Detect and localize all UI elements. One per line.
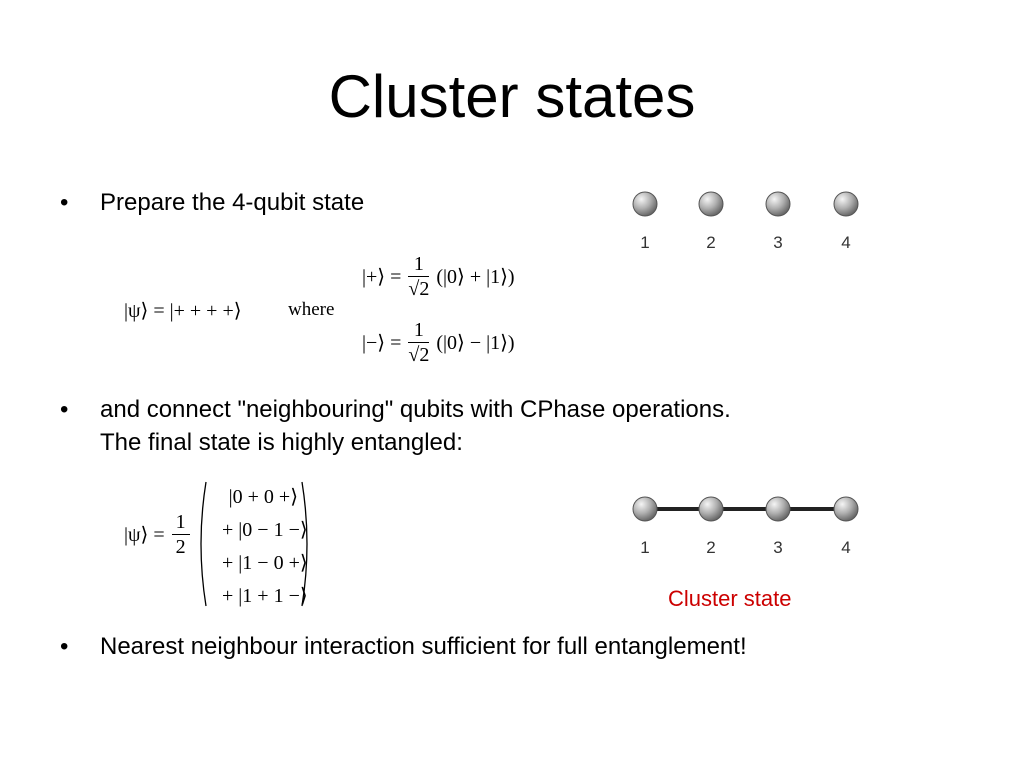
qubit-node bbox=[698, 191, 724, 217]
eq-rhs: (|0⟩ + |1⟩) bbox=[436, 266, 515, 288]
equation-minus-state: |−⟩ = 1 √2 (|0⟩ − |1⟩) bbox=[362, 318, 515, 367]
cluster-term: + |0 − 1 −⟩ bbox=[222, 519, 308, 541]
equation-cluster-state: |ψ⟩ = 1 2 bbox=[124, 510, 192, 559]
fraction: 1 √2 bbox=[408, 252, 430, 301]
cluster-term: + |1 − 0 +⟩ bbox=[222, 552, 308, 574]
qubit-label: 4 bbox=[841, 233, 850, 252]
cluster-term: |0 + 0 +⟩ bbox=[228, 486, 298, 508]
parentheses bbox=[200, 481, 308, 607]
qubit-label: 3 bbox=[773, 233, 782, 252]
qubit-node bbox=[833, 496, 859, 522]
fraction-denominator: 2 bbox=[175, 536, 186, 558]
fraction-numerator: 1 bbox=[408, 252, 430, 277]
equation-plus-state: |+⟩ = 1 √2 (|0⟩ + |1⟩) bbox=[362, 252, 515, 301]
fraction-numerator: 1 bbox=[408, 318, 430, 343]
slide-title: Cluster states bbox=[328, 63, 696, 130]
fraction-denominator: √2 bbox=[408, 344, 430, 366]
fraction: 1 2 bbox=[171, 510, 190, 559]
qubit-label: 1 bbox=[640, 538, 649, 557]
qubit-label: 1 bbox=[640, 233, 649, 252]
qubit-nodes-cluster: 1 2 3 4 bbox=[632, 496, 859, 557]
qubit-node bbox=[765, 496, 791, 522]
qubit-node bbox=[632, 496, 658, 522]
qubit-label: 2 bbox=[706, 538, 715, 557]
where-label: where bbox=[288, 299, 335, 320]
qubit-node bbox=[698, 496, 724, 522]
cluster-state-caption: Cluster state bbox=[668, 586, 792, 611]
eq-lhs: |ψ⟩ = bbox=[124, 524, 165, 546]
bullet-dot: • bbox=[60, 189, 69, 216]
bullet-text: Nearest neighbour interaction sufficient… bbox=[100, 633, 747, 660]
bullet-text-continued: The final state is highly entangled: bbox=[100, 429, 463, 456]
bullet-text: Prepare the 4-qubit state bbox=[100, 189, 365, 216]
cluster-terms: |0 + 0 +⟩ + |0 − 1 −⟩ + |1 − 0 +⟩ + |1 +… bbox=[222, 481, 308, 613]
bullet-dot: • bbox=[60, 396, 69, 423]
equation-psi-product: |ψ⟩ = |+ + + +⟩ bbox=[124, 300, 242, 322]
qubit-label: 3 bbox=[773, 538, 782, 557]
eq-rhs: (|0⟩ − |1⟩) bbox=[436, 332, 515, 354]
qubit-node bbox=[833, 191, 859, 217]
cluster-term: + |1 + 1 −⟩ bbox=[222, 585, 308, 607]
qubit-node bbox=[632, 191, 658, 217]
bullet-dot: • bbox=[60, 633, 69, 660]
eq-lhs: |+⟩ = bbox=[362, 266, 402, 288]
qubit-nodes-unconnected: 1 2 3 4 bbox=[632, 191, 859, 252]
qubit-label: 2 bbox=[706, 233, 715, 252]
eq-lhs: |−⟩ = bbox=[362, 332, 402, 354]
fraction-denominator: √2 bbox=[408, 278, 430, 300]
qubit-node bbox=[765, 191, 791, 217]
fraction: 1 √2 bbox=[408, 318, 430, 367]
bullet-text: and connect "neighbouring" qubits with C… bbox=[100, 396, 731, 423]
fraction-numerator: 1 bbox=[171, 510, 190, 535]
qubit-label: 4 bbox=[841, 538, 850, 557]
